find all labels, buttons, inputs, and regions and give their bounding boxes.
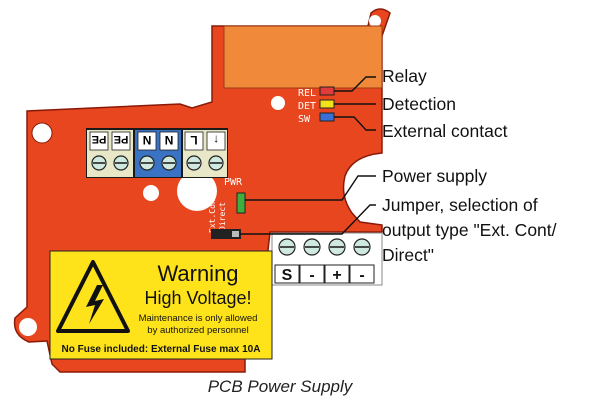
relay-block (223, 25, 383, 89)
terminal-label-n: N (165, 133, 174, 147)
jumper-label-ext-cont: Ext.Cont (208, 194, 217, 233)
terminal-screw-icon (161, 155, 177, 171)
terminal-label-earth: ↑ (213, 133, 219, 147)
led-power (236, 192, 246, 214)
figure-caption: PCB Power Supply (208, 377, 354, 396)
terminal-screw-icon (139, 155, 155, 171)
callout-external-contact: External contact (382, 121, 508, 141)
warning-note-line1: Maintenance is only allowed (139, 313, 258, 324)
warning-title: Warning (157, 261, 238, 286)
terminal-screw-icon (208, 155, 224, 171)
warning-fuse-note: No Fuse included: External Fuse max 10A (62, 344, 261, 355)
terminal-label-pe: PE (92, 133, 107, 145)
output-terminal-minus: - (309, 267, 314, 284)
terminal-screw-icon (353, 238, 371, 256)
terminal-screw-icon (303, 238, 321, 256)
callout-relay: Relay (382, 66, 427, 86)
output-terminal-plus: + (332, 267, 341, 284)
terminal-label-n: N (143, 133, 152, 147)
terminal-screw-icon (328, 238, 346, 256)
mounting-hole (19, 318, 37, 336)
warning-note-line2: by authorized personnel (147, 325, 248, 336)
terminal-screw-icon (186, 155, 202, 171)
terminal-screw-icon (91, 155, 107, 171)
warning-subtitle: High Voltage! (144, 288, 251, 308)
callout-detection: Detection (382, 94, 456, 114)
terminal-screw-icon (113, 155, 129, 171)
mounting-hole (31, 122, 53, 144)
led-relay (319, 86, 335, 96)
output-terminal-minus: - (359, 267, 364, 284)
mounting-hole (271, 96, 285, 110)
output-terminal-block: S - + - (271, 232, 383, 286)
terminal-screw-icon (278, 238, 296, 256)
pwr-label: PWR (224, 177, 243, 188)
lightning-bolt-icon (86, 285, 104, 324)
callout-jumper-line3: Direct" (382, 245, 434, 265)
mounting-hole (143, 185, 159, 201)
large-hole (177, 171, 217, 211)
callout-leaders (240, 76, 376, 235)
led-detection (319, 99, 335, 109)
led-label-det: DET (298, 101, 316, 112)
jumper-label-direct: Direct (218, 202, 227, 231)
led-label-rel: REL (298, 88, 316, 99)
callout-power-supply: Power supply (382, 166, 487, 186)
warning-label: Warning High Voltage! Maintenance is onl… (49, 250, 273, 360)
terminal-label-l: L (190, 133, 197, 147)
output-terminal-s: S (282, 267, 293, 284)
led-external-contact (319, 112, 335, 122)
terminal-label-pe: PE (114, 133, 129, 145)
callout-jumper-line2: output type "Ext. Cont/ (382, 220, 557, 240)
callout-jumper-line1: Jumper, selection of (382, 195, 538, 215)
mounting-hole (369, 15, 381, 27)
mains-terminal-block: PE PE N N L ↑ (86, 128, 228, 178)
jumper-selector[interactable] (211, 229, 241, 239)
led-label-sw: SW (298, 114, 311, 125)
